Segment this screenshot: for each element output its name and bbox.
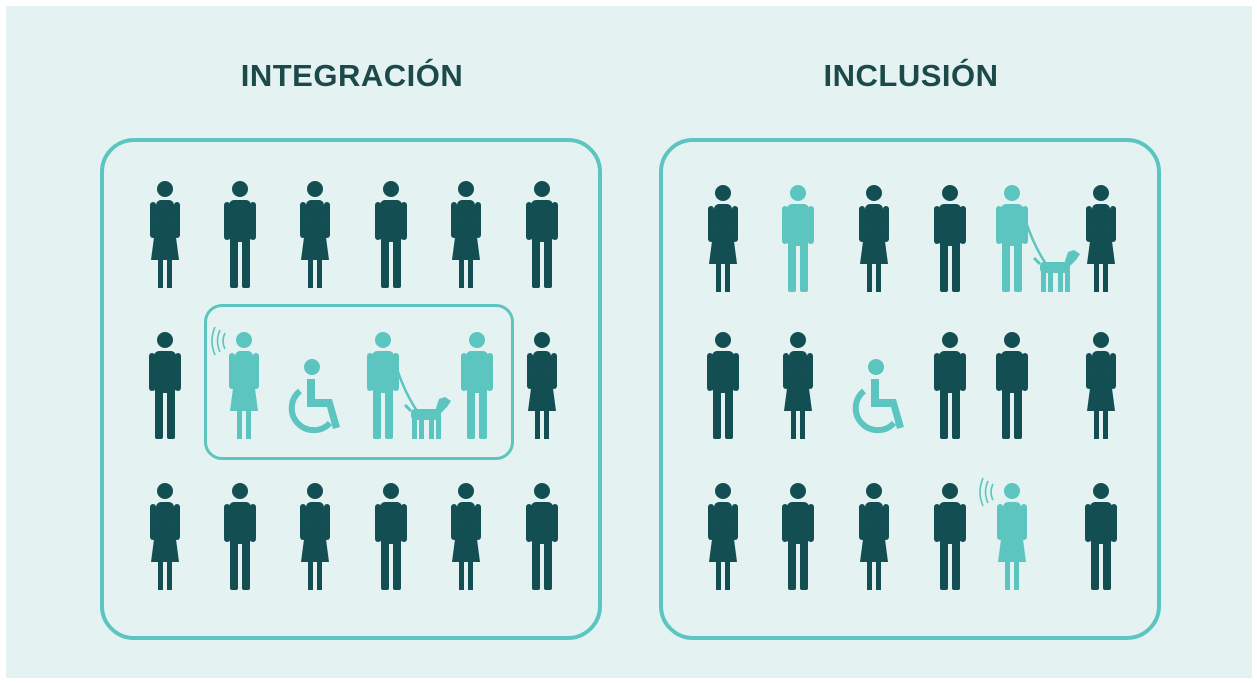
man-figure-icon xyxy=(934,483,966,590)
man-figure-icon xyxy=(375,181,407,288)
man-figure-icon xyxy=(526,181,558,288)
inclusion-panel xyxy=(659,138,1161,640)
man-figure-icon xyxy=(526,483,558,590)
woman-figure-icon xyxy=(527,332,557,439)
man-figure-icon xyxy=(461,332,493,439)
person-hearing-impaired-icon xyxy=(979,477,1027,590)
person-with-guide-dog-icon xyxy=(996,185,1080,292)
man-figure-icon xyxy=(782,185,814,292)
man-figure-icon xyxy=(224,181,256,288)
woman-figure-icon xyxy=(300,483,330,590)
diagram-canvas xyxy=(6,6,1252,678)
person-hearing-impaired-icon xyxy=(211,326,259,439)
woman-figure-icon xyxy=(859,185,889,292)
wheelchair-user-icon xyxy=(288,359,340,434)
woman-figure-icon xyxy=(783,332,813,439)
integration-separate-group xyxy=(204,304,514,460)
man-figure-icon xyxy=(375,483,407,590)
man-figure-icon xyxy=(934,185,966,292)
woman-figure-icon xyxy=(1086,185,1116,292)
inclusion-title: INCLUSIÓN xyxy=(823,58,999,93)
man-figure-icon xyxy=(782,483,814,590)
man-figure-icon xyxy=(1085,483,1117,590)
man-figure-icon xyxy=(707,332,739,439)
man-figure-icon xyxy=(996,332,1028,439)
woman-figure-icon xyxy=(1086,332,1116,439)
man-figure-icon xyxy=(934,332,966,439)
woman-figure-icon xyxy=(859,483,889,590)
woman-figure-icon xyxy=(708,483,738,590)
man-figure-icon xyxy=(224,483,256,590)
woman-figure-icon xyxy=(150,181,180,288)
integration-panel xyxy=(100,138,602,640)
woman-figure-icon xyxy=(451,181,481,288)
woman-figure-icon xyxy=(300,181,330,288)
man-figure-icon xyxy=(149,332,181,439)
woman-figure-icon xyxy=(451,483,481,590)
woman-figure-icon xyxy=(708,185,738,292)
woman-figure-icon xyxy=(150,483,180,590)
integration-title: INTEGRACIÓN xyxy=(240,58,464,93)
person-with-guide-dog-icon xyxy=(367,332,451,439)
wheelchair-user-icon xyxy=(852,359,904,434)
